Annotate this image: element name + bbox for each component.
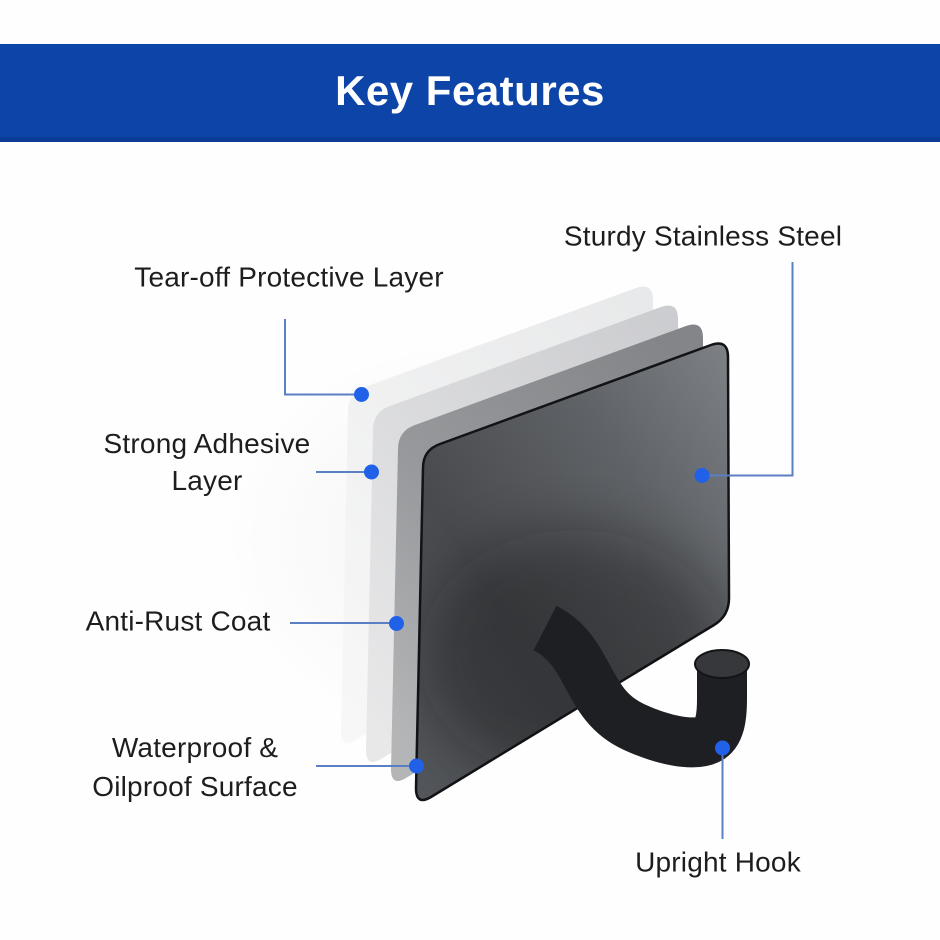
hook-cap-graphic [694, 649, 750, 679]
feature-label-sturdy-stainless-steel: Sturdy Stainless Steel [563, 220, 843, 252]
connector-tear-off-protective-layer [284, 319, 357, 396]
feature-label-waterproof-line1: Waterproof & [111, 732, 279, 763]
feature-label-waterproof-oilproof: Waterproof & Oilproof Surface [92, 728, 298, 806]
hook-graphic [532, 605, 747, 768]
callout-dot-sturdy-stainless-steel [694, 468, 710, 483]
feature-label-upright-hook: Upright Hook [635, 846, 801, 878]
connector-sturdy-stainless-steel [709, 262, 794, 477]
header-banner: Key Features [0, 44, 940, 142]
callout-dot-upright-hook [715, 740, 730, 756]
callout-dot-waterproof-oilproof [409, 758, 424, 774]
feature-label-strong-adhesive-line1: Strong Adhesive [103, 428, 311, 459]
feature-label-waterproof-line2: Oilproof Surface [92, 771, 298, 802]
callout-dot-tear-off-protective-layer [354, 387, 369, 402]
feature-label-strong-adhesive-line2: Layer [171, 465, 243, 496]
feature-label-anti-rust-coat: Anti-Rust Coat [85, 605, 271, 637]
feature-label-strong-adhesive-layer: Strong Adhesive Layer [104, 425, 311, 499]
callout-dot-strong-adhesive-layer [364, 464, 379, 480]
page-title: Key Features [335, 66, 605, 114]
feature-label-tear-off-protective-layer: Tear-off Protective Layer [134, 261, 444, 293]
callout-dot-anti-rust-coat [389, 616, 404, 631]
